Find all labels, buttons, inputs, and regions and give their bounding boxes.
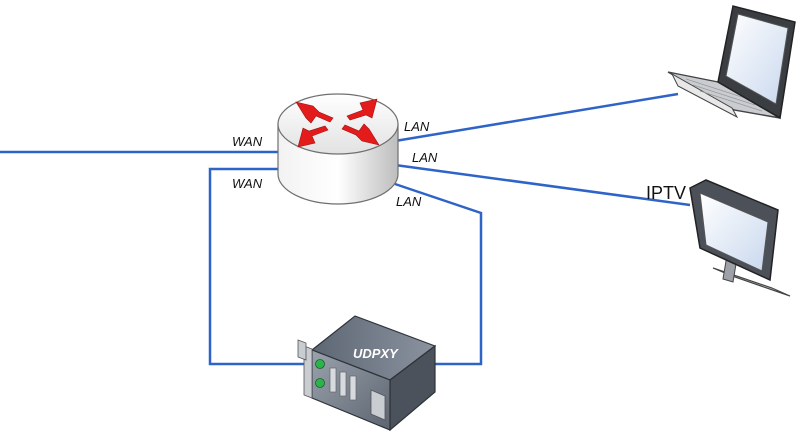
lan-udpxy-link bbox=[394, 182, 483, 366]
server-icon bbox=[297, 315, 437, 431]
monitor-icon bbox=[689, 179, 791, 297]
lan-laptop-link bbox=[394, 92, 679, 143]
wan-upstream-label: WAN bbox=[232, 134, 263, 149]
lan-iptv-link bbox=[394, 163, 691, 207]
laptop-icon bbox=[667, 5, 796, 120]
links bbox=[0, 92, 691, 366]
udpxy-label: UDPXY bbox=[353, 346, 399, 361]
wan-udpxy-label: WAN bbox=[232, 176, 263, 191]
wan-udpxy-link bbox=[208, 167, 310, 366]
lan-udpxy-label: LAN bbox=[396, 194, 422, 209]
lan-iptv-label: LAN bbox=[412, 150, 438, 165]
iptv-label: IPTV bbox=[646, 183, 686, 203]
router-icon bbox=[277, 93, 399, 205]
lan-laptop-label: LAN bbox=[404, 119, 430, 134]
